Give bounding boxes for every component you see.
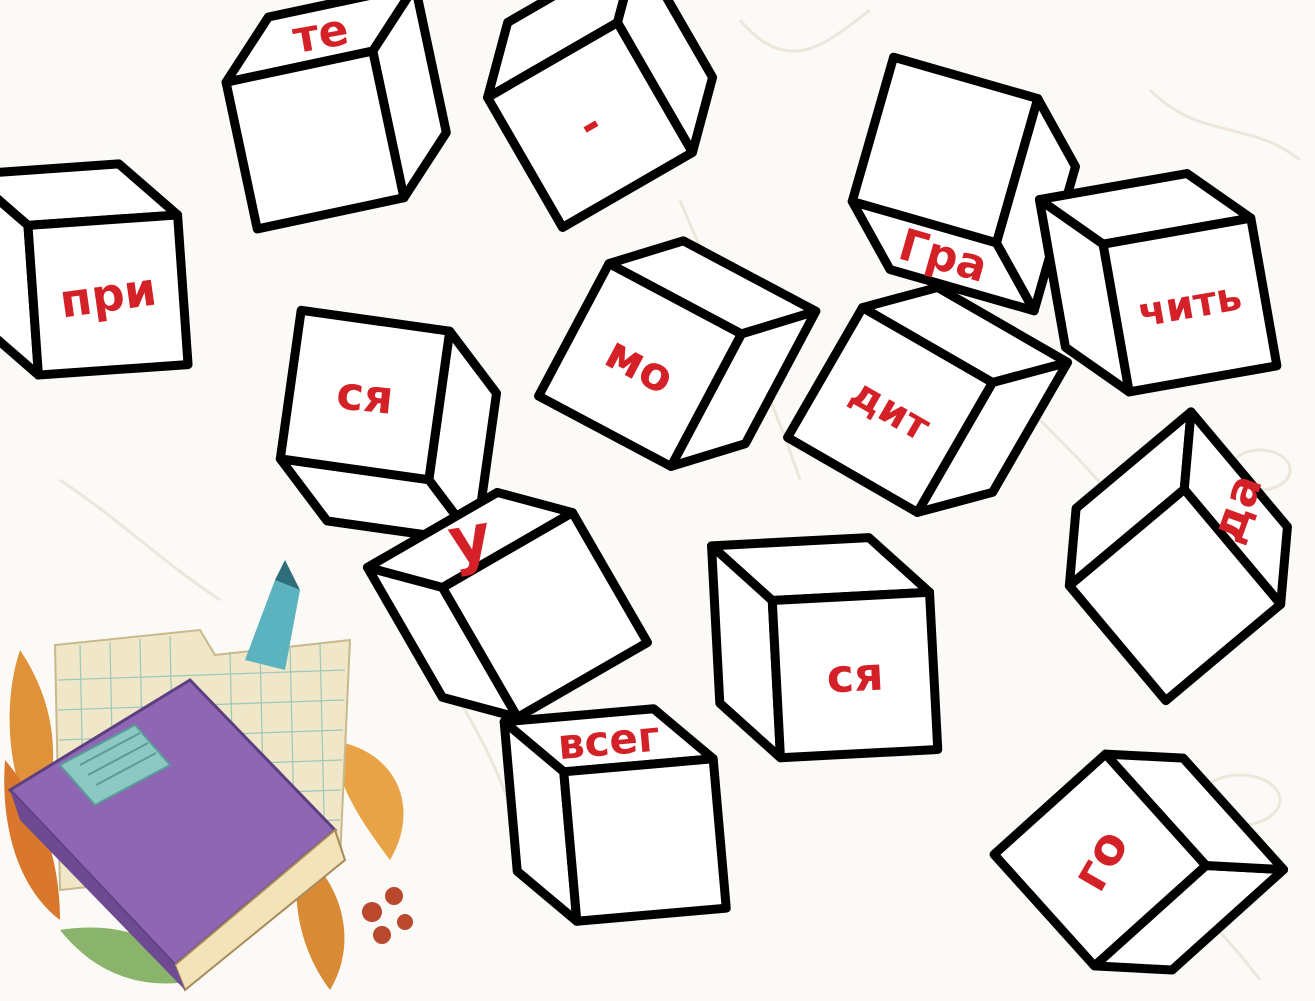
cube-shape: го xyxy=(989,749,1289,975)
cube-shape: при xyxy=(0,159,193,380)
cube-front-face xyxy=(1098,213,1282,397)
cube-shape: чить xyxy=(1034,169,1282,397)
cube-front-face xyxy=(221,46,409,234)
syllable-label: всег xyxy=(556,711,662,769)
cube-vseg[interactable]: всег xyxy=(499,704,731,926)
cube-da[interactable]: да xyxy=(1064,407,1292,706)
pencil-icon xyxy=(245,560,300,670)
cube-u[interactable]: у xyxy=(362,487,652,722)
cube-shape: да xyxy=(1064,407,1292,706)
cube-front-face xyxy=(989,749,1211,971)
cube-shape: у xyxy=(362,487,652,722)
cube-front-face xyxy=(767,587,943,763)
cube-shape: всег xyxy=(499,704,731,926)
cube-mo[interactable]: мо xyxy=(534,236,821,471)
cube-te[interactable]: те xyxy=(221,0,451,234)
cube-shape: ся xyxy=(707,533,943,763)
cube-chit[interactable]: чить xyxy=(1034,169,1282,397)
cube-sya-1[interactable]: ся xyxy=(275,305,502,547)
syllable-label: при xyxy=(56,262,160,329)
syllable-label: те xyxy=(289,4,352,64)
cube-gra[interactable]: Гра xyxy=(847,52,1080,316)
cube-front-face xyxy=(275,305,455,485)
cube-shape: те xyxy=(221,0,451,234)
cube-dash[interactable]: - xyxy=(483,0,718,232)
cube-shape: мо xyxy=(534,236,821,471)
cube-shape: Гра xyxy=(847,52,1080,316)
syllable-label: ся xyxy=(825,647,885,704)
cube-front-face xyxy=(438,508,652,722)
cube-front-face xyxy=(1064,484,1286,706)
cube-shape: - xyxy=(483,0,718,232)
book-illustration xyxy=(4,560,413,992)
cube-go[interactable]: го xyxy=(989,749,1289,975)
cube-front-face xyxy=(559,754,731,926)
cube-sya-2[interactable]: ся xyxy=(707,533,943,763)
cube-shape: дит xyxy=(783,282,1073,517)
purple-book-icon xyxy=(7,678,347,992)
cube-pri[interactable]: при xyxy=(0,159,193,380)
cube-front-face xyxy=(534,259,746,471)
cube-dit[interactable]: дит xyxy=(783,282,1073,517)
cube-front-face xyxy=(847,52,1043,248)
cube-front-face xyxy=(783,303,997,517)
syllable-label: ся xyxy=(334,365,396,425)
cube-front-face xyxy=(23,210,193,380)
cube-front-face xyxy=(483,18,697,232)
cube-shape: ся xyxy=(275,305,502,547)
